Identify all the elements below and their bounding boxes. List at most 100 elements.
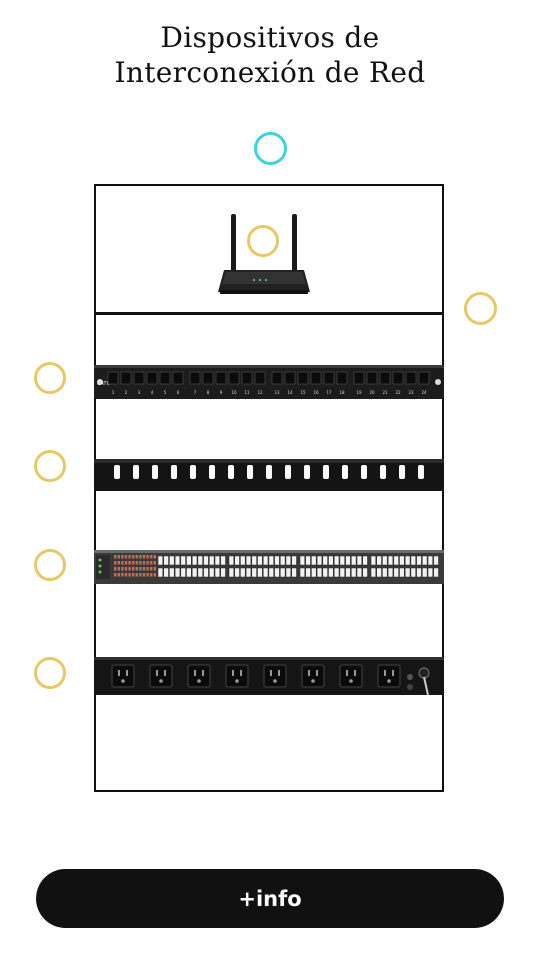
switch-port: [370, 555, 377, 566]
switch-port: [299, 567, 306, 578]
switch-led: [132, 573, 135, 577]
switch-port: [228, 555, 235, 566]
switch-port: [416, 555, 422, 566]
switch-port: [311, 555, 317, 566]
switch-led: [139, 561, 142, 565]
organizer-slot: [247, 465, 253, 479]
power-outlet: [263, 664, 287, 688]
switch-port: [356, 567, 363, 578]
switch-led: [142, 573, 146, 577]
switch-led: [150, 573, 153, 577]
organizer-slot: [380, 465, 386, 479]
switch-port: [393, 567, 399, 578]
switch-port: [280, 567, 286, 578]
switch-led: [121, 555, 124, 559]
router-hotspot[interactable]: [247, 225, 279, 257]
switch-led: [146, 561, 149, 565]
switch-led: [153, 567, 156, 571]
patch-port: [297, 371, 309, 385]
rack-hotspot[interactable]: [254, 132, 287, 165]
patch-port-number: 2: [125, 390, 128, 395]
switch-port: [203, 567, 209, 578]
info-button[interactable]: +info: [36, 869, 504, 928]
switch-port: [427, 555, 434, 566]
organizer-slot: [304, 465, 310, 479]
switch-port: [410, 567, 416, 578]
patch-port: [284, 371, 296, 385]
switch-led: [142, 555, 146, 559]
switch-led: [150, 561, 153, 565]
switch-port: [322, 555, 328, 566]
power-outlet: [149, 664, 173, 688]
switch-icon: [94, 550, 444, 584]
switch-port: [387, 567, 394, 578]
patch-port-number: 21: [382, 390, 388, 395]
switch-led: [121, 567, 124, 571]
switch-led: [153, 561, 156, 565]
switch-led: [150, 567, 153, 571]
patch-port: [254, 371, 266, 385]
patch-port-number: 10: [231, 390, 237, 395]
patch-port-number: 22: [395, 390, 401, 395]
switch-led: [121, 561, 124, 565]
switch-port: [399, 555, 405, 566]
patch-port-number: 17: [326, 390, 332, 395]
switch-led: [114, 573, 117, 577]
switch-port: [422, 555, 428, 566]
switch-port: [245, 555, 252, 566]
switch-hotspot[interactable]: [34, 549, 66, 581]
switch-led: [124, 561, 128, 565]
patch-port: [172, 371, 184, 385]
switch-port: [285, 555, 292, 566]
cable-organizer-hotspot[interactable]: [34, 450, 66, 482]
switch-port: [191, 555, 198, 566]
switch-port: [234, 555, 240, 566]
switch-led: [128, 561, 131, 565]
switch-port: [316, 555, 323, 566]
switch-led: [124, 573, 128, 577]
switch-port: [399, 567, 405, 578]
patch-port-number: 15: [300, 390, 306, 395]
switch-port: [180, 555, 186, 566]
patch-port-number: 13: [274, 390, 280, 395]
switch-port: [345, 555, 351, 566]
switch-port: [345, 567, 351, 578]
power-outlet: [111, 664, 135, 688]
switch-led: [114, 555, 117, 559]
switch-port: [180, 567, 186, 578]
switch-port: [393, 555, 399, 566]
patch-port: [159, 371, 171, 385]
switch-led: [142, 567, 146, 571]
patch-port: [353, 371, 365, 385]
rack-side-hotspot[interactable]: [464, 292, 497, 325]
patch-port-number: 3: [138, 390, 141, 395]
switch-port: [234, 567, 240, 578]
switch-port: [305, 567, 311, 578]
switch-port: [197, 555, 203, 566]
switch-port: [163, 567, 169, 578]
switch-led: [124, 567, 128, 571]
switch-led: [132, 561, 135, 565]
patch-port: [379, 371, 391, 385]
patch-port: [241, 371, 253, 385]
switch-led: [114, 567, 117, 571]
patch-panel-hotspot[interactable]: [34, 362, 66, 394]
switch-led: [128, 555, 131, 559]
switch-port: [305, 555, 311, 566]
switch-led: [153, 573, 156, 577]
patch-port-number: 9: [220, 390, 223, 395]
switch-port: [220, 567, 226, 578]
switch-port: [245, 567, 252, 578]
patch-port-number: 19: [356, 390, 362, 395]
patch-port-number: 5: [164, 390, 167, 395]
switch-port: [382, 555, 388, 566]
page-title: Dispositivos de Interconexión de Red: [0, 20, 540, 90]
switch-port: [197, 567, 203, 578]
switch-led: [128, 573, 131, 577]
switch-port: [251, 567, 257, 578]
switch-led: [117, 561, 120, 565]
switch-port: [191, 567, 198, 578]
patch-port: [310, 371, 322, 385]
power-strip-hotspot[interactable]: [34, 657, 66, 689]
organizer-slot: [171, 465, 177, 479]
